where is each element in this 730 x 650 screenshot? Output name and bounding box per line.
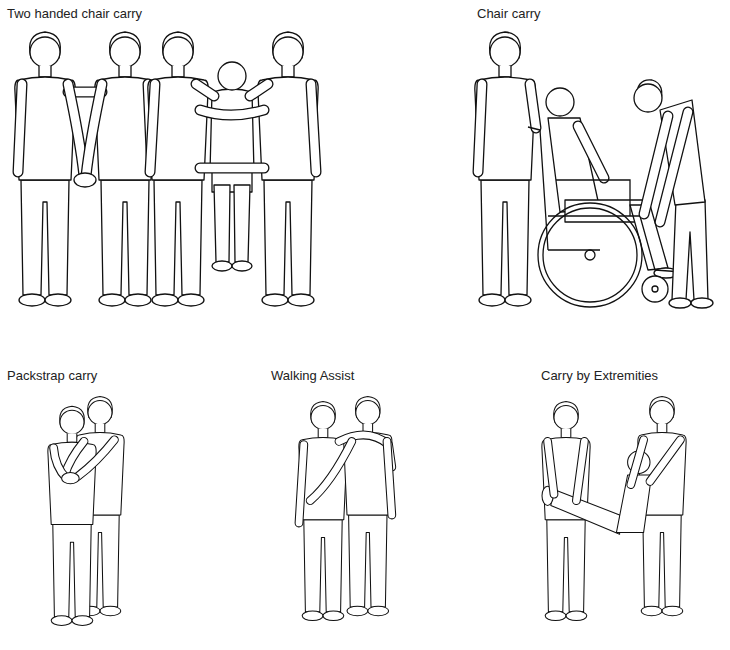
figure-caption: Walking Assist xyxy=(270,368,355,383)
chair-carry xyxy=(475,32,713,308)
two-handed-carry-hands xyxy=(15,32,155,306)
figure-caption: Packstrap carry xyxy=(6,368,98,383)
figure-caption: Chair carry xyxy=(476,6,542,21)
walking-assist xyxy=(299,397,392,621)
packstrap-carry xyxy=(48,397,124,626)
carry-by-extremities xyxy=(542,397,686,621)
two-handed-carry-casualty xyxy=(148,32,318,306)
figure-caption: Carry by Extremities xyxy=(540,368,659,383)
figure-caption: Two handed chair carry xyxy=(6,6,143,21)
